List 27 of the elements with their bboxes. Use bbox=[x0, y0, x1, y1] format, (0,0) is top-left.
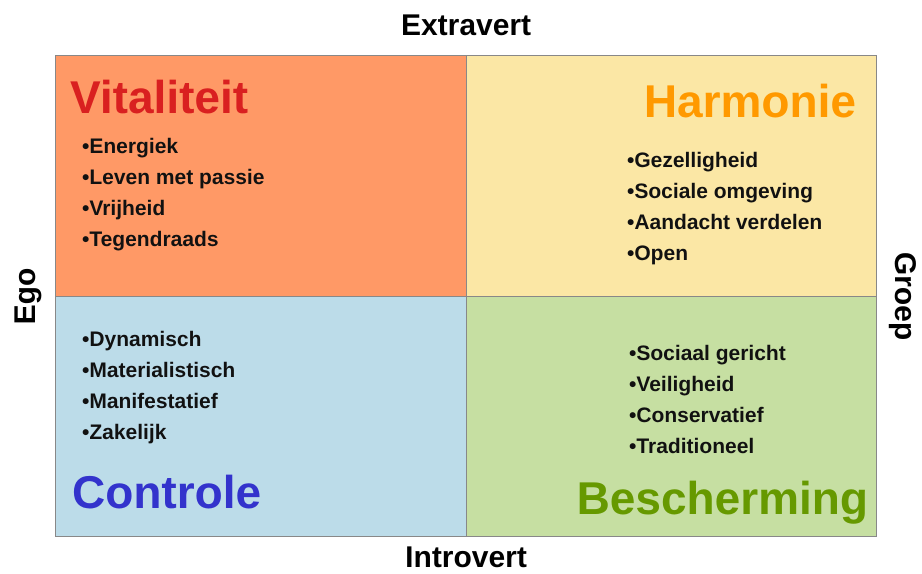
bullet-item: •Sociaal gericht bbox=[629, 341, 786, 366]
bullet-item: •Gezelligheid bbox=[627, 148, 758, 174]
bullet-item: •Leven met passie bbox=[82, 165, 264, 190]
bullet-item: •Tegendraads bbox=[82, 227, 218, 252]
bullet-item: •Traditioneel bbox=[629, 434, 754, 460]
quadrant-title: Controle bbox=[72, 469, 262, 515]
axis-label: Introvert bbox=[405, 543, 527, 573]
quadrant-panel bbox=[55, 296, 467, 537]
bullet-item: •Dynamisch bbox=[82, 327, 202, 352]
bullet-item: •Aandacht verdelen bbox=[627, 210, 822, 236]
bullet-item: •Energiek bbox=[82, 134, 178, 160]
bullet-item: •Zakelijk bbox=[82, 420, 166, 446]
bullet-item: •Materialistisch bbox=[82, 358, 236, 384]
quadrant-panel bbox=[466, 296, 877, 537]
axis-label: Groep bbox=[889, 252, 919, 340]
bullet-item: •Open bbox=[627, 241, 688, 266]
quadrant-title: Vitaliteit bbox=[70, 74, 248, 120]
bullet-item: •Veiligheid bbox=[629, 372, 734, 398]
axis-label: Ego bbox=[11, 268, 41, 324]
quadrant-panel bbox=[466, 55, 877, 297]
axis-label: Extravert bbox=[400, 11, 532, 41]
bullet-item: •Vrijheid bbox=[82, 196, 166, 222]
bullet-item: •Manifestatief bbox=[82, 389, 218, 414]
quadrant-panel bbox=[55, 55, 467, 297]
bullet-item: •Sociale omgeving bbox=[627, 179, 813, 204]
quadrant-title: Harmonie bbox=[644, 78, 856, 124]
bullet-item: •Conservatief bbox=[629, 403, 764, 428]
